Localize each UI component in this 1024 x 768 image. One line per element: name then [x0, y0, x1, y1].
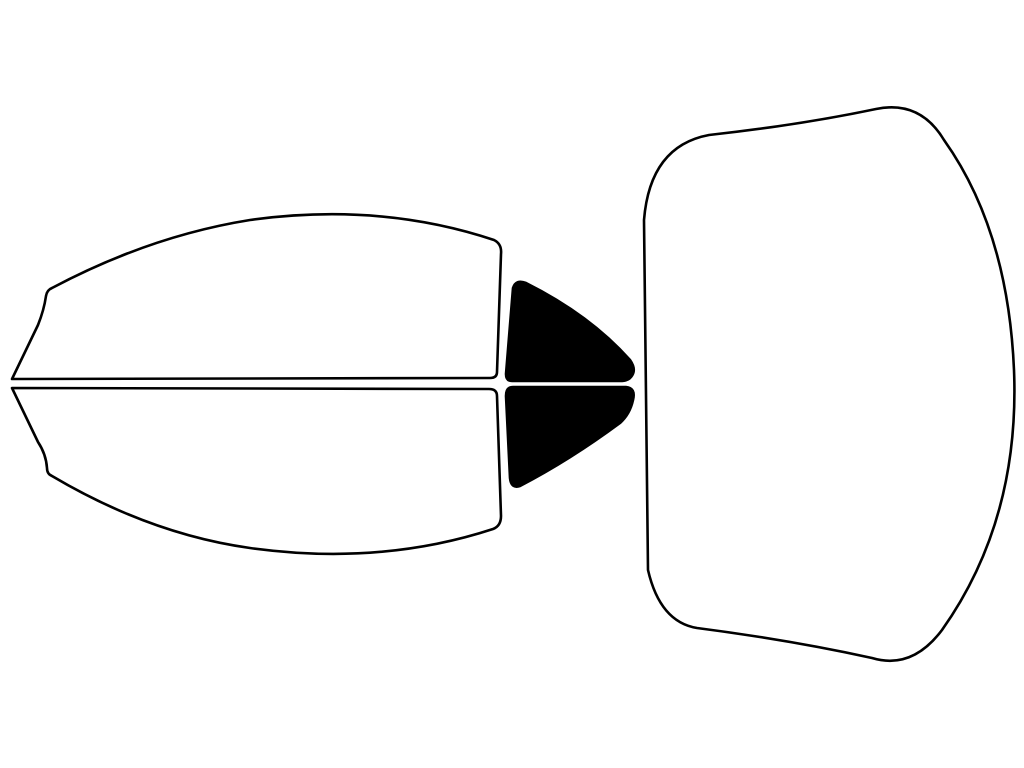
left-quarter-window[interactable]: [504, 280, 636, 383]
right-quarter-window[interactable]: [504, 385, 635, 488]
front-left-door-window[interactable]: [10, 212, 503, 381]
front-right-door-window[interactable]: [10, 386, 503, 556]
rear-window[interactable]: [642, 106, 1016, 663]
